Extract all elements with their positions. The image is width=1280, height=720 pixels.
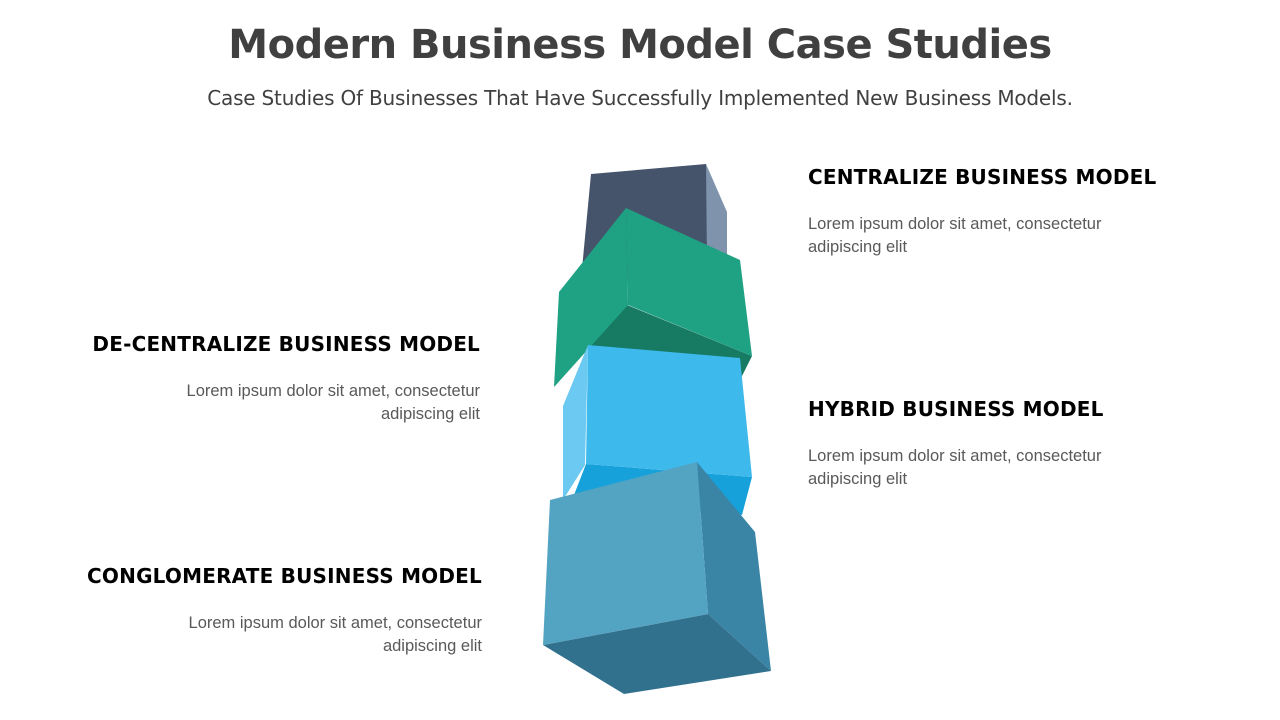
item-description: Lorem ipsum dolor sit amet, consectetur … xyxy=(808,447,1102,488)
item-description: Lorem ipsum dolor sit amet, consectetur … xyxy=(188,614,482,655)
item-decentralize: DE-CENTRALIZE BUSINESS MODEL Lorem ipsum… xyxy=(50,332,480,426)
item-heading: DE-CENTRALIZE BUSINESS MODEL xyxy=(92,332,480,356)
cube-hybrid-left xyxy=(563,345,588,500)
cube-decentralize-right xyxy=(626,208,752,356)
cube-conglomerate xyxy=(543,462,771,694)
item-heading: CONGLOMERATE BUSINESS MODEL xyxy=(87,564,482,588)
item-heading: CENTRALIZE BUSINESS MODEL xyxy=(808,165,1157,189)
item-description: Lorem ipsum dolor sit amet, consectetur … xyxy=(808,215,1102,256)
item-centralize: CENTRALIZE BUSINESS MODEL Lorem ipsum do… xyxy=(808,165,1238,259)
cube-conglomerate-side xyxy=(697,462,771,671)
item-description: Lorem ipsum dolor sit amet, consectetur … xyxy=(186,382,480,423)
page-subtitle: Case Studies Of Businesses That Have Suc… xyxy=(207,86,1073,110)
cube-hybrid-front xyxy=(586,345,752,477)
item-hybrid: HYBRID BUSINESS MODEL Lorem ipsum dolor … xyxy=(808,397,1238,491)
cube-conglomerate-bottom xyxy=(543,614,771,694)
cube-conglomerate-front xyxy=(543,462,708,645)
page-title: Modern Business Model Case Studies xyxy=(228,22,1052,68)
cube-decentralize-left xyxy=(554,208,628,387)
item-heading: HYBRID BUSINESS MODEL xyxy=(808,397,1104,421)
item-conglomerate: CONGLOMERATE BUSINESS MODEL Lorem ipsum … xyxy=(52,564,482,658)
